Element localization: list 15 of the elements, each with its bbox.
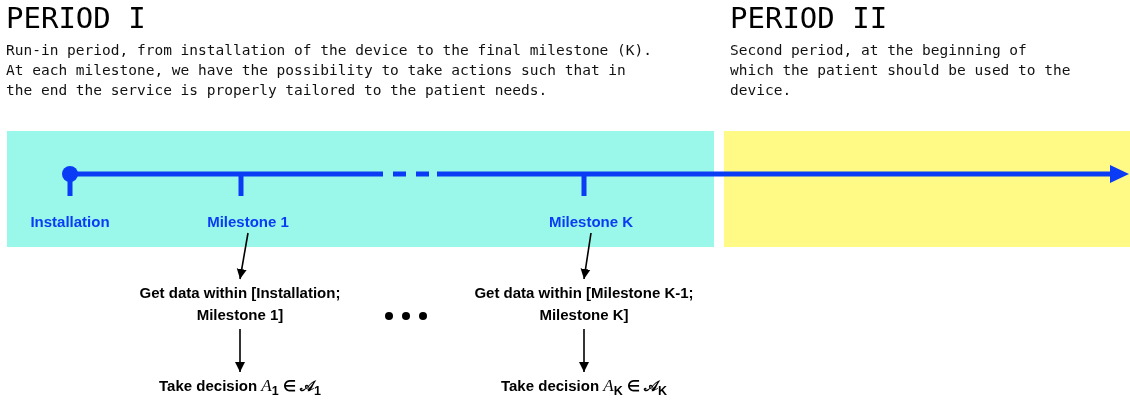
- period-description: Second period, at the beginning of which the patient should be used to the device.: [730, 41, 1072, 100]
- decision-text: Take decision A$_{1}$ ∈ 𝒜$_{1}$: [110, 375, 370, 402]
- arrow: [236, 232, 249, 280]
- step-text: Get data within [Installation; Milestone 1]: [110, 282, 370, 326]
- step-text: Get data within [Milestone K-1; Milestone K]: [454, 282, 714, 326]
- arrow: [579, 328, 589, 373]
- decision-text: Take decision A$_{K}$ ∈ 𝒜$_{K}$: [454, 375, 714, 402]
- arrow: [235, 328, 245, 373]
- arrow: [580, 232, 592, 280]
- milestone-label: Milestone K: [548, 213, 634, 230]
- period-heading: PERIOD II: [730, 2, 888, 34]
- period-heading: PERIOD I: [6, 2, 146, 34]
- period-description: Run-in period, from installation of the device to the final milestone (K). At each milestone, we have the possibility to take actions such that in the end the service is properly tailored to the patient needs.: [6, 41, 653, 100]
- milestone-label: Installation: [30, 213, 110, 230]
- milestone-label: Milestone 1: [207, 213, 289, 230]
